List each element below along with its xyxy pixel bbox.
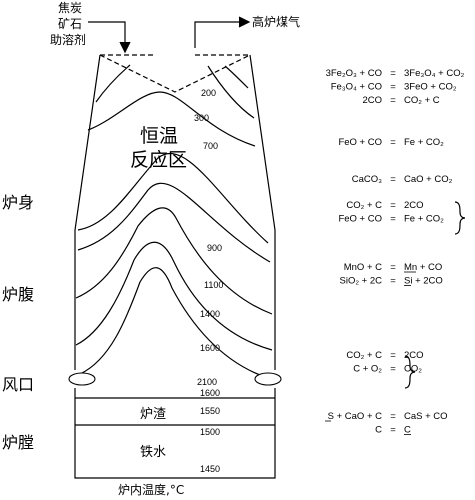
reaction-3-1-eq: =	[390, 214, 396, 225]
layer-iron: 铁水	[140, 445, 166, 460]
reaction-2-0-left: CaCO₃	[352, 174, 382, 185]
reaction-5-1-left: C + O₂	[353, 364, 382, 375]
reaction-5-0-right: 2CO	[404, 350, 424, 361]
zone-belly: 炉腹	[2, 285, 34, 304]
reaction-4-1-right: Si + 2CO	[404, 276, 443, 287]
reaction-3-0-eq: =	[390, 200, 396, 211]
label-1600: 1600	[200, 343, 220, 353]
zone-hearth: 炉膛	[2, 433, 34, 452]
reaction-6-1-right: C	[404, 425, 411, 436]
zone-body: 炉身	[2, 193, 34, 212]
reaction-0-2-right: CO₂ + C	[404, 95, 440, 106]
tuyere-left	[68, 372, 96, 386]
reaction-0-1-right: 3FeO + CO₂	[404, 82, 457, 93]
reaction-2-0-right: CaO + CO₂	[404, 174, 453, 185]
reaction-6-1-eq: =	[390, 425, 396, 436]
furnace-outline	[74, 54, 276, 479]
label-200: 200	[201, 88, 216, 98]
reaction-3-1-left: FeO + CO	[338, 214, 382, 225]
isotherm-1600	[75, 241, 273, 351]
charge-arrow	[88, 21, 131, 54]
label-1600-b: 1600	[200, 388, 220, 398]
reaction-5-1-eq: =	[390, 364, 396, 375]
label-1100: 1100	[204, 280, 223, 290]
reaction-0-1-left: Fe₃O₄ + CO	[331, 82, 382, 93]
layer-slag: 炉渣	[140, 407, 166, 422]
label-1450: 1450	[200, 464, 220, 474]
reaction-0-2-left: 2CO	[362, 95, 382, 106]
isotherm-300-left	[95, 64, 131, 103]
input-flux: 助溶剂	[50, 32, 86, 47]
reaction-1-0-eq: =	[390, 137, 396, 148]
isotherm-200	[224, 65, 249, 89]
input-coke: 焦炭	[58, 1, 82, 15]
reaction-4-0-right: Mn + CO	[404, 262, 442, 273]
reaction-5-0-eq: =	[390, 350, 396, 361]
label-1550: 1550	[200, 406, 220, 416]
reaction-6-0-left: S + CaO + C	[328, 411, 383, 422]
reaction-6-0-eq: =	[390, 411, 396, 422]
reaction-6-1-left: C	[375, 425, 382, 436]
zone-thermal-2: 反应区	[130, 149, 187, 171]
label-1400: 1400	[200, 309, 220, 319]
reaction-3-0-right: 2CO	[404, 200, 424, 211]
reaction-list: 3Fe₂O₃ + CO = 3Fe₃O₄ + CO₂ Fe₃O₄ + CO = 3FeO …	[325, 68, 465, 436]
isotherm-300-right	[207, 65, 255, 119]
reaction-0-0-right: 3Fe₃O₄ + CO₂	[404, 68, 465, 79]
isotherm-900	[77, 152, 269, 244]
reaction-5-1-right: CO₂	[404, 364, 422, 375]
reaction-0-1-eq: =	[390, 82, 396, 93]
label-900: 900	[207, 243, 222, 253]
label-700: 700	[203, 141, 218, 151]
output-gas: 高炉煤气	[252, 14, 300, 29]
reaction-6-0-right: CaS + CO	[404, 411, 448, 422]
input-ore: 矿石	[58, 17, 82, 31]
isotherm-1400	[75, 207, 273, 315]
reaction-0-0-eq: =	[390, 68, 396, 79]
reaction-4-1-left: SiO₂ + 2C	[340, 276, 383, 287]
gas-arrow	[194, 16, 251, 48]
isotherm-curves	[75, 64, 273, 379]
brace-1	[454, 201, 466, 235]
braces	[404, 201, 466, 389]
brace-2	[404, 355, 416, 389]
reaction-3-0-left: CO₂ + C	[346, 200, 382, 211]
reaction-4-0-eq: =	[390, 262, 396, 273]
isotherm-700	[87, 91, 256, 147]
isotherm-labels: 200 300 700 900 1100 1400 1600 2100 1600…	[194, 88, 223, 474]
isotherm-1100	[77, 182, 271, 263]
axis-caption: 炉内温度,°C	[118, 482, 184, 497]
reaction-3-1-right: Fe + CO₂	[404, 214, 444, 225]
label-300: 300	[194, 113, 209, 123]
reaction-1-0-left: FeO + CO	[338, 137, 382, 148]
reaction-4-0-left: MnO + C	[344, 262, 382, 273]
reaction-4-1-eq: =	[390, 276, 396, 287]
isotherm-2100	[79, 267, 269, 379]
reaction-1-0-right: Fe + CO₂	[404, 137, 444, 148]
reaction-5-0-left: CO₂ + C	[346, 350, 382, 361]
label-1500: 1500	[200, 427, 220, 437]
reaction-0-0-left: 3Fe₂O₃ + CO	[326, 68, 382, 79]
reaction-2-0-eq: =	[390, 174, 396, 185]
tuyere-right	[254, 372, 282, 386]
reaction-0-2-eq: =	[390, 95, 396, 106]
label-2100: 2100	[197, 377, 217, 387]
zone-thermal-1: 恒温	[140, 125, 178, 147]
zone-tuyere: 风口	[2, 375, 34, 394]
